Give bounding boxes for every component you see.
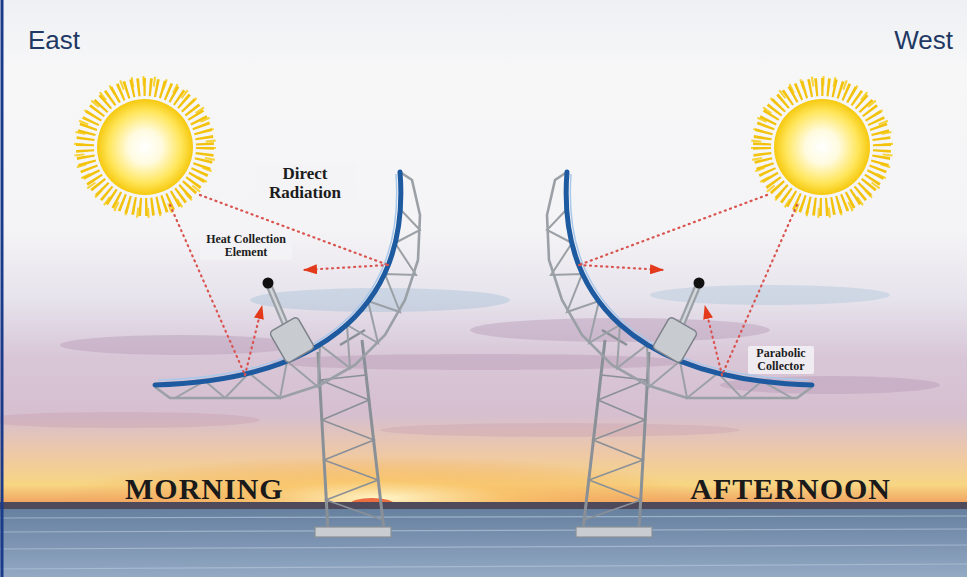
cloud xyxy=(0,412,260,428)
parabolic-mirror xyxy=(155,172,401,385)
direction-label: East xyxy=(28,26,80,55)
support-tower xyxy=(315,330,391,537)
part-label: Heat Collection Element xyxy=(200,232,292,260)
sun-ray xyxy=(79,81,211,213)
panel-row xyxy=(0,564,967,569)
panel-row xyxy=(0,545,967,549)
sun-ray xyxy=(85,87,205,207)
tower-base xyxy=(315,527,391,537)
afternoon-collector xyxy=(547,81,888,537)
radiation-rays xyxy=(170,195,388,375)
cloud xyxy=(380,423,740,437)
morning-collector xyxy=(79,81,420,537)
direct-ray xyxy=(170,205,245,375)
time-label: AFTERNOON xyxy=(690,472,891,505)
heat-collection-element xyxy=(263,278,274,289)
tower-leg xyxy=(362,340,384,530)
radiation-label: Direct Radiation xyxy=(255,164,355,203)
sun-disc xyxy=(97,99,193,195)
cloud xyxy=(650,285,890,305)
time-label: MORNING xyxy=(125,472,284,505)
direction-label: West xyxy=(894,26,953,55)
sun-icon xyxy=(79,81,211,213)
panel-row xyxy=(0,529,967,532)
tower-brace xyxy=(320,380,383,520)
collector-truss xyxy=(155,172,420,398)
reflected-ray xyxy=(304,265,388,270)
clouds xyxy=(0,285,940,437)
mirror-highlight xyxy=(158,174,397,380)
pivot-drive xyxy=(269,316,315,363)
panel-row xyxy=(0,516,967,518)
cloud xyxy=(250,288,510,312)
reflected-ray xyxy=(245,306,262,375)
truss-brace xyxy=(175,209,420,398)
page-border xyxy=(1,0,4,577)
part-label: Parabolic Collector xyxy=(748,346,814,374)
cloud xyxy=(270,354,690,370)
cloud xyxy=(60,335,300,355)
direct-ray xyxy=(200,195,388,265)
tower-brace xyxy=(320,375,366,380)
truss-frame xyxy=(155,172,420,398)
solar-field xyxy=(0,509,967,577)
panel-rows xyxy=(0,516,967,569)
